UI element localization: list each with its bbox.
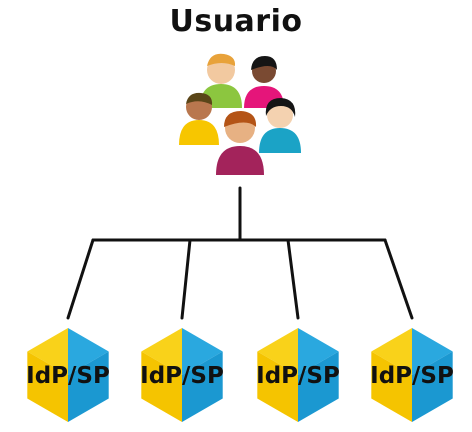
hex-right-face	[68, 351, 109, 422]
node-label: IdP/SP	[26, 363, 110, 389]
node-label: IdP/SP	[256, 363, 340, 389]
hex-left-face	[141, 351, 182, 422]
diagram-title: Usuario	[169, 4, 303, 39]
hex-left-face	[371, 351, 412, 422]
node-label: IdP/SP	[370, 363, 454, 389]
branch-line-3	[286, 238, 300, 320]
idp-sp-node: IdP/SP	[370, 328, 454, 422]
idp-sp-node: IdP/SP	[26, 328, 110, 422]
person-yellow-icon	[179, 92, 219, 145]
hex-right-top-face	[298, 328, 339, 375]
branch-line-4	[383, 238, 414, 320]
hex-right-top-face	[182, 328, 223, 375]
branch-line-1	[66, 238, 95, 320]
hex-right-top-face	[68, 328, 109, 375]
hex-left-top-face	[371, 328, 412, 375]
person-teal-icon	[259, 98, 301, 153]
connector-lines	[66, 186, 414, 320]
hex-left-face	[27, 351, 68, 422]
hex-left-top-face	[257, 328, 298, 375]
branch-line-2	[180, 238, 192, 320]
idp-sp-node: IdP/SP	[256, 328, 340, 422]
hex-left-top-face	[27, 328, 68, 375]
hex-right-face	[412, 351, 453, 422]
hex-right-face	[298, 351, 339, 422]
hex-left-face	[257, 351, 298, 422]
person-maroon-icon	[216, 111, 264, 175]
hex-right-face	[182, 351, 223, 422]
hex-left-top-face	[141, 328, 182, 375]
user-group-icon	[179, 53, 301, 175]
nodes-layer: IdP/SP IdP/SP IdP/SP IdP/SP	[26, 328, 454, 422]
node-label: IdP/SP	[140, 363, 224, 389]
hex-right-top-face	[412, 328, 453, 375]
idp-sp-node: IdP/SP	[140, 328, 224, 422]
